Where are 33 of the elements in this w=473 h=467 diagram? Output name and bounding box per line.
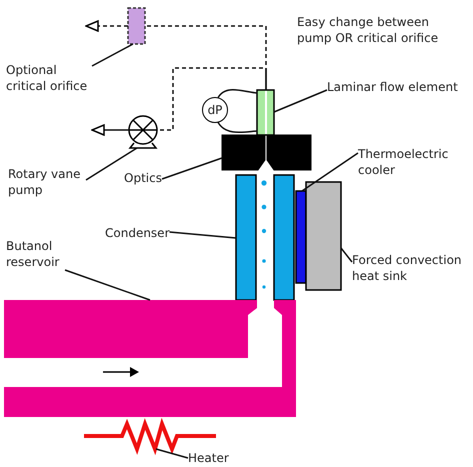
pressure-tap-line (218, 122, 258, 134)
part-label: Butanol reservoir (6, 238, 65, 270)
leader-line (92, 43, 134, 67)
leader-line (64, 269, 150, 301)
part-label: Condenser (105, 225, 170, 241)
part-label: Laminar flow element (327, 79, 458, 95)
part-label: Thermoelectric cooler (358, 146, 454, 178)
leader-line (274, 89, 328, 113)
critical-orifice (127, 7, 146, 45)
leader-line (169, 231, 236, 239)
leader-line (162, 157, 222, 180)
thermoelectric-cooler (295, 190, 307, 284)
differential-pressure-gauge: dP (202, 97, 228, 123)
rotary-vane-pump (128, 115, 158, 149)
leader-line (340, 248, 353, 262)
exhaust-arrow (91, 124, 129, 136)
butanol-reservoir (4, 300, 296, 417)
heat-sink (305, 181, 342, 291)
part-label: Rotary vane pump (8, 166, 86, 198)
pressure-tap-line (218, 89, 258, 98)
leader-line (86, 147, 138, 181)
exhaust-arrow (85, 20, 128, 32)
leader-line (302, 152, 358, 192)
leader-line (156, 448, 188, 459)
note: Easy change between pump OR critical orifice (297, 14, 440, 46)
part-label: Optics (124, 170, 162, 186)
part-label: Optional critical orifice (6, 62, 92, 94)
optics-block (222, 134, 312, 170)
flow-line (157, 67, 267, 131)
part-label: Forced convection heat sink (352, 252, 467, 284)
condenser (235, 174, 295, 301)
laminar-flow-element (256, 89, 275, 136)
part-label: Heater (188, 450, 229, 466)
